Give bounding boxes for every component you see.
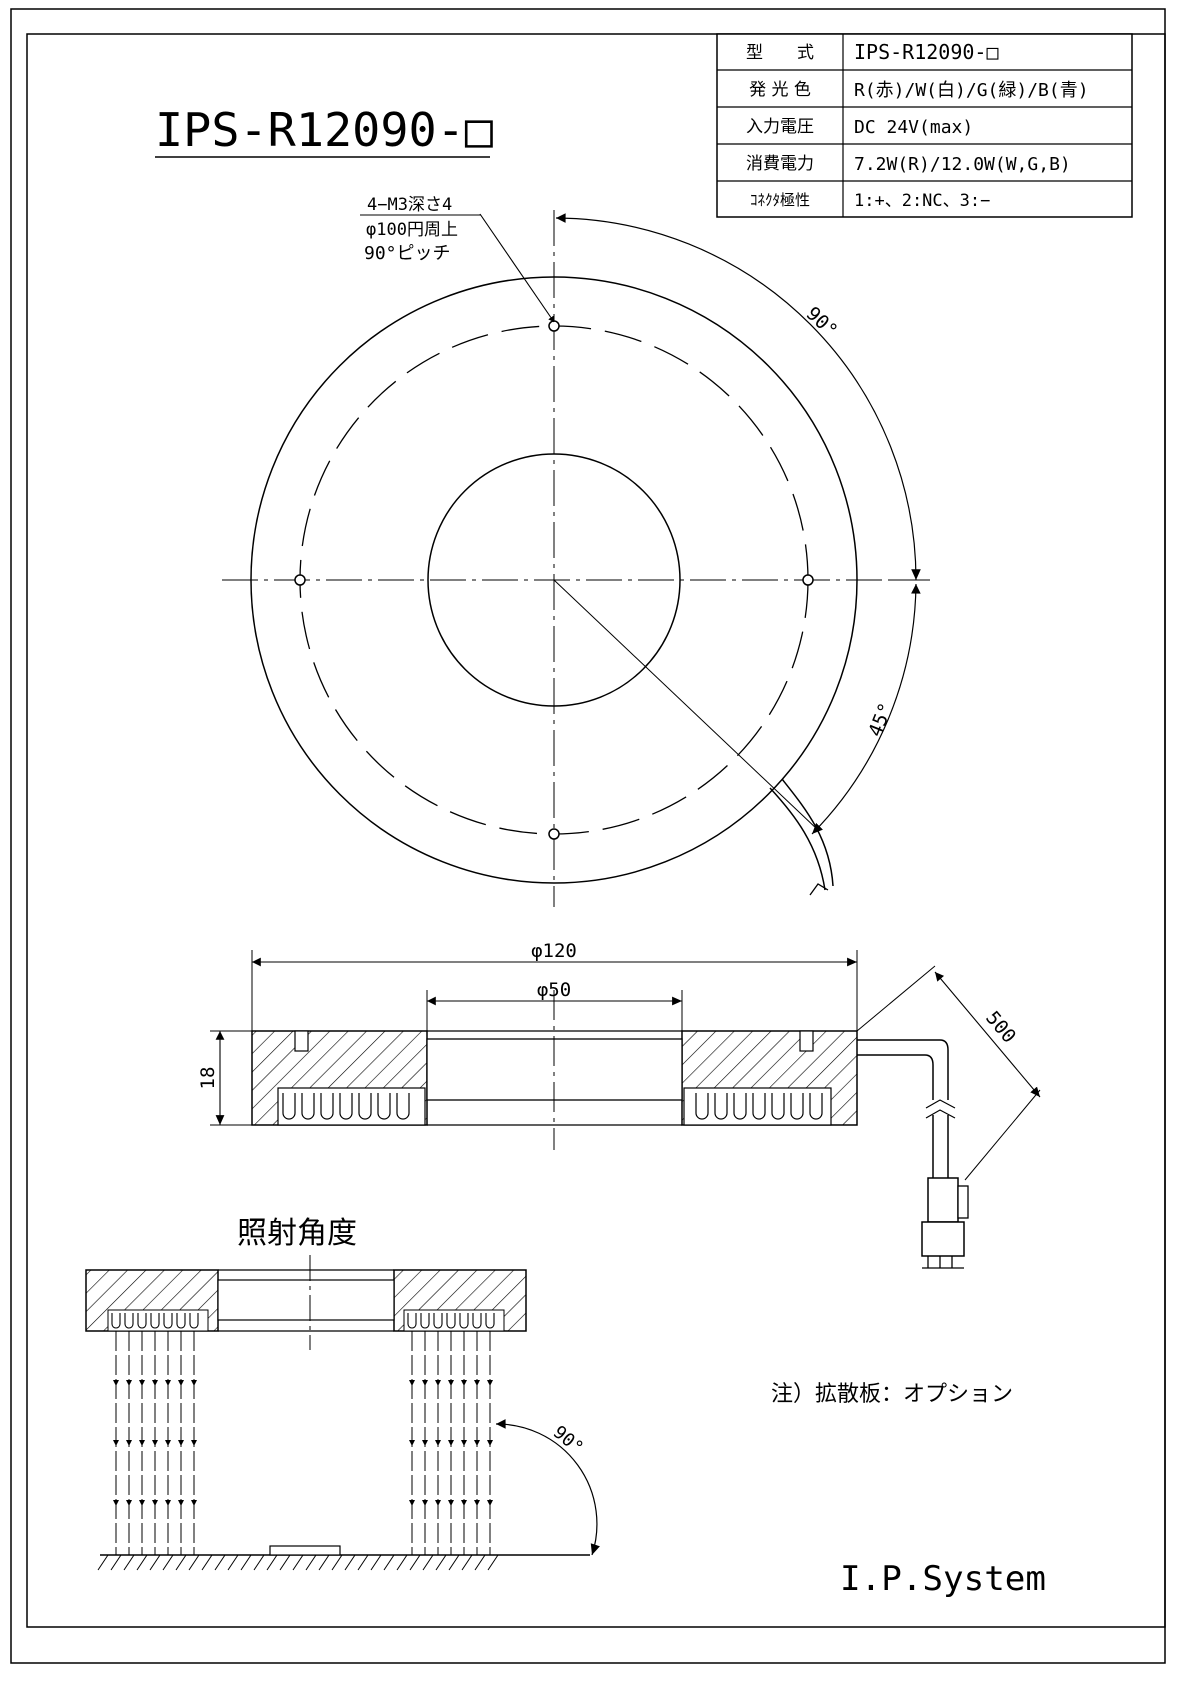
connector-body [927,1177,959,1223]
irr-led-left [111,1313,199,1329]
led-row-right [695,1093,823,1120]
callout-leader [479,213,555,323]
spec-label-model: 型 式 [746,43,814,63]
dim-line-cable-length [934,971,1041,1098]
cable-break-symbol [809,883,829,896]
light-rays [115,1331,491,1555]
cable-break-side [925,1099,956,1119]
connector-housing [921,1221,965,1257]
inner-border [26,33,1166,1628]
callout-line-1: 4−M3深さ4 [367,195,452,215]
mounting-hole-left [294,574,306,586]
mounting-hole-top [548,320,560,332]
callout-line-3: 90°ピッチ [364,243,451,264]
angle-label-45: 45° [864,700,897,740]
cable-top-view [769,778,834,891]
irr-angle-label: 90° [549,1422,587,1459]
dim-label-inner-diameter: φ50 [537,979,571,1001]
dim-label-height: 18 [197,1067,219,1090]
diffuser-note: 注）拡散板：オプション [771,1382,1013,1407]
top-view: 90° 45° 4−M3深さ4 φ100円周上 90°ピッチ [222,195,930,907]
spec-value-model: IPS-R12090-□ [854,40,999,64]
target-object [269,1545,341,1556]
spec-value-connector: 1:+、2:NC、3:− [854,191,990,211]
irr-aperture [217,1279,395,1321]
company-name: I.P.System [840,1559,1046,1599]
dimension-arc-45 [811,583,921,835]
cable-angle-line [553,579,819,831]
spec-table: 型 式 IPS-R12090-□ 発 光 色 R(赤)/W(白)/G(緑)/B(… [716,33,1133,218]
spec-value-color: R(赤)/W(白)/G(緑)/B(青) [854,80,1089,101]
mounting-hole-bottom [548,828,560,840]
irradiation-view: 照射角度 [85,1216,600,1571]
section-hole-right [799,1030,814,1052]
dimension-arc-90 [555,213,921,581]
dim-label-cable-length: 500 [981,1007,1020,1047]
irr-led-right [407,1313,495,1329]
connector-pins [922,1256,964,1269]
spec-label-connector: ｺﾈｸﾀ極性 [750,191,810,209]
section-title-irradiation: 照射角度 [237,1216,357,1251]
spec-value-power: 7.2W(R)/12.0W(W,G,B) [854,154,1071,175]
spec-value-voltage: DC 24V(max) [854,117,973,138]
angle-label-90: 90° [802,303,842,343]
ray-arrowheads [113,1380,493,1506]
spec-label-color: 発 光 色 [749,80,811,100]
outer-border [10,8,1166,1664]
connector-latch [957,1185,969,1219]
callout-line-2: φ100円周上 [366,220,458,240]
cable-side-view [857,1039,949,1100]
spec-label-voltage: 入力電圧 [746,117,814,137]
led-row-left [282,1093,410,1120]
ground-hatch [97,1554,499,1571]
side-section-view: φ120 φ50 18 500 [197,940,1041,1269]
spec-label-power: 消費電力 [746,154,814,174]
drawing-title: IPS-R12090-□ [155,103,493,157]
led-strip-right [683,1087,832,1126]
section-hole-left [294,1030,309,1052]
mounting-hole-right [802,574,814,586]
dim-label-outer-diameter: φ120 [531,940,577,962]
cable-side-lower [932,1115,949,1178]
irr-angle-arc [495,1419,600,1556]
